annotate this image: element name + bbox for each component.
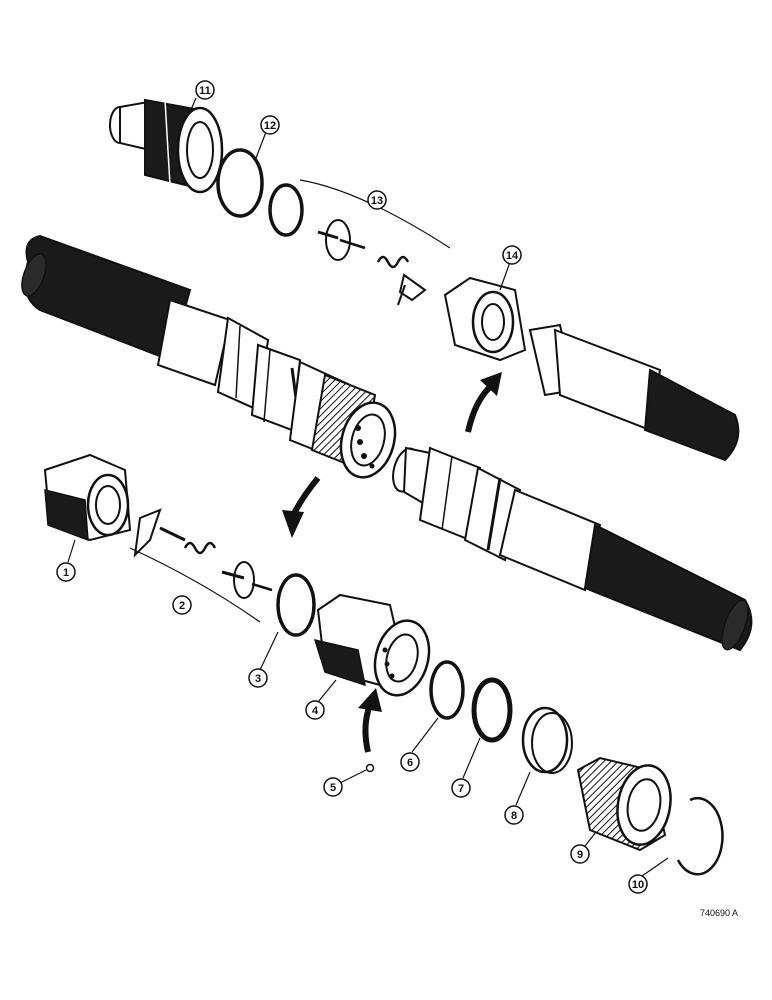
callout-2: 2 — [172, 595, 192, 615]
svg-text:13: 13 — [371, 195, 383, 207]
svg-text:5: 5 — [330, 782, 336, 794]
part-10-snap-ring — [676, 797, 724, 876]
callout-13: 13 — [367, 190, 387, 210]
part-13-valve-kit — [317, 219, 427, 306]
part-2-valve-kit — [133, 508, 273, 599]
callout-14: 14 — [502, 245, 522, 265]
assembly-arrows — [282, 372, 502, 753]
svg-text:7: 7 — [458, 783, 464, 795]
svg-text:4: 4 — [312, 705, 319, 717]
part-12-o-ring — [216, 148, 264, 218]
part-9-sleeve — [576, 756, 672, 852]
callout-11: 11 — [195, 80, 215, 100]
svg-text:3: 3 — [255, 673, 261, 685]
lower-hose-assembly — [392, 446, 753, 652]
callout-7: 7 — [451, 778, 471, 798]
callout-4: 4 — [305, 700, 325, 720]
part-3-o-ring — [276, 573, 316, 637]
part-6-o-ring — [429, 660, 465, 720]
svg-text:14: 14 — [506, 250, 519, 262]
svg-text:9: 9 — [577, 849, 583, 861]
part-5-ball — [365, 763, 375, 773]
callout-1: 1 — [56, 562, 76, 582]
svg-text:6: 6 — [407, 757, 413, 769]
reference-code: 740690 A — [700, 908, 738, 918]
svg-text:2: 2 — [179, 600, 185, 612]
svg-text:8: 8 — [511, 810, 517, 822]
part-4-coupler-body — [313, 593, 431, 697]
callout-9: 9 — [570, 844, 590, 864]
svg-text:12: 12 — [264, 120, 276, 132]
part-14-nut — [443, 276, 740, 462]
leader-lines — [67, 97, 669, 877]
callout-12: 12 — [260, 115, 280, 135]
callout-6: 6 — [400, 752, 420, 772]
svg-text:11: 11 — [199, 85, 211, 97]
part-1-body — [43, 453, 132, 542]
callout-10: 10 — [628, 874, 648, 894]
callout-3: 3 — [248, 668, 268, 688]
part-11-adapter — [109, 98, 224, 194]
svg-text:10: 10 — [632, 879, 644, 891]
callout-5: 5 — [323, 777, 343, 797]
part-7-washer — [471, 677, 513, 743]
part-8-spring — [521, 706, 573, 774]
svg-text:1: 1 — [63, 567, 69, 579]
upper-hose-assembly — [21, 234, 397, 479]
part-13-seal-ring — [268, 183, 304, 237]
callout-8: 8 — [504, 805, 524, 825]
